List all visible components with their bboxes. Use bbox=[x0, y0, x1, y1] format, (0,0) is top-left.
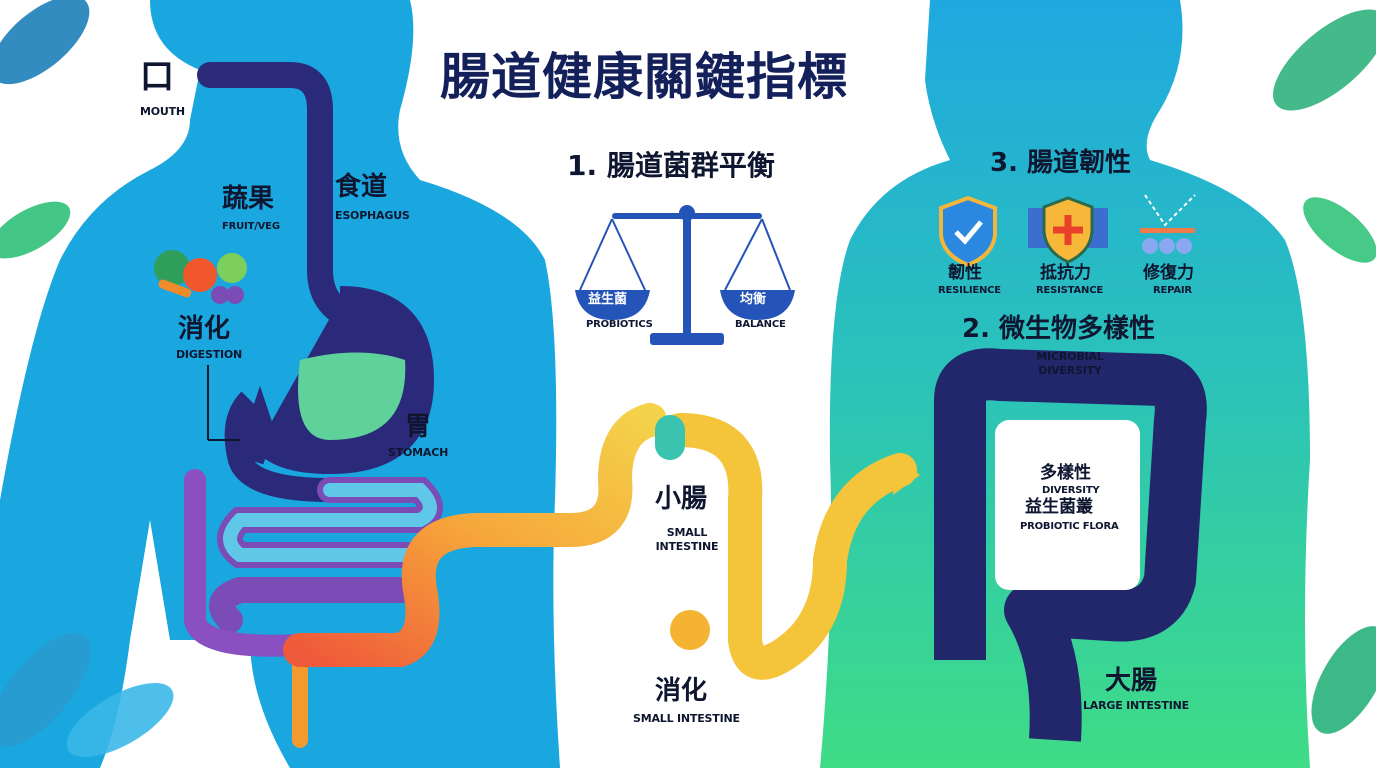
shield-check-icon bbox=[939, 195, 997, 268]
probiotics-label-en: PROBIOTICS bbox=[586, 319, 653, 330]
digestion-label: 消化 bbox=[178, 314, 231, 344]
sun-mascot-icon bbox=[670, 610, 710, 650]
section2-subtitle: MICROBIAL DIVERSITY bbox=[1036, 350, 1104, 377]
small-intestine-coils bbox=[184, 403, 917, 748]
fruit-veg-label: 蔬果 bbox=[222, 184, 275, 214]
mouth-label: 口 bbox=[140, 57, 174, 97]
resistance-label-en: RESISTANCE bbox=[1036, 285, 1103, 296]
small-intestine-label-en: SMALL INTESTINE bbox=[655, 526, 719, 553]
digestion-label-en: DIGESTION bbox=[176, 348, 243, 361]
repair-label-en: REPAIR bbox=[1153, 285, 1192, 296]
resistance-label: 抵抗力 bbox=[1040, 263, 1091, 283]
resilience-label: 韌性 bbox=[948, 263, 982, 283]
balance-label-en: BALANCE bbox=[735, 319, 786, 330]
arrow-icon bbox=[893, 455, 920, 495]
large-intestine-label-en: LARGE INTESTINE bbox=[1083, 699, 1189, 712]
section3-title: 3. 腸道韌性 bbox=[990, 148, 1132, 178]
probiotics-label: 益生菌 bbox=[588, 292, 628, 307]
esophagus-label-en: ESOPHAGUS bbox=[335, 209, 410, 222]
large-intestine-label: 大腸 bbox=[1105, 666, 1158, 696]
repair-label: 修復力 bbox=[1143, 263, 1194, 283]
small-intestine-label: 小腸 bbox=[655, 484, 708, 514]
section1-title: 1. 腸道菌群平衡 bbox=[567, 149, 775, 182]
page-title: 腸道健康關鍵指標 bbox=[440, 48, 848, 106]
digestion-label-2-en: SMALL INTESTINE bbox=[633, 712, 740, 725]
small-intestine-tube bbox=[283, 403, 667, 667]
stomach-label-en: STOMACH bbox=[388, 446, 449, 459]
probiotic-flora-label: 益生菌叢 bbox=[1025, 497, 1093, 517]
bacteria-mascot-icon bbox=[655, 415, 685, 460]
fruit-veg-icon bbox=[154, 250, 247, 304]
digestion-label-2: 消化 bbox=[655, 676, 708, 706]
diversity-label-en: DIVERSITY bbox=[1042, 485, 1100, 496]
probiotic-flora-label-en: PROBIOTIC FLORA bbox=[1020, 521, 1119, 532]
balance-scale-icon bbox=[575, 205, 795, 345]
stomach-label: 胃 bbox=[405, 412, 432, 442]
balance-label: 均衡 bbox=[740, 292, 767, 307]
mouth-label-en: MOUTH bbox=[140, 105, 185, 118]
fruit-veg-label-en: FRUIT/VEG bbox=[222, 221, 280, 232]
resilience-label-en: RESILIENCE bbox=[938, 285, 1001, 296]
section2-title: 2. 微生物多樣性 bbox=[962, 314, 1156, 344]
diversity-label: 多樣性 bbox=[1040, 463, 1091, 483]
repair-icon bbox=[1140, 194, 1196, 254]
large-intestine bbox=[934, 348, 1207, 742]
esophagus-label: 食道 bbox=[335, 172, 388, 202]
